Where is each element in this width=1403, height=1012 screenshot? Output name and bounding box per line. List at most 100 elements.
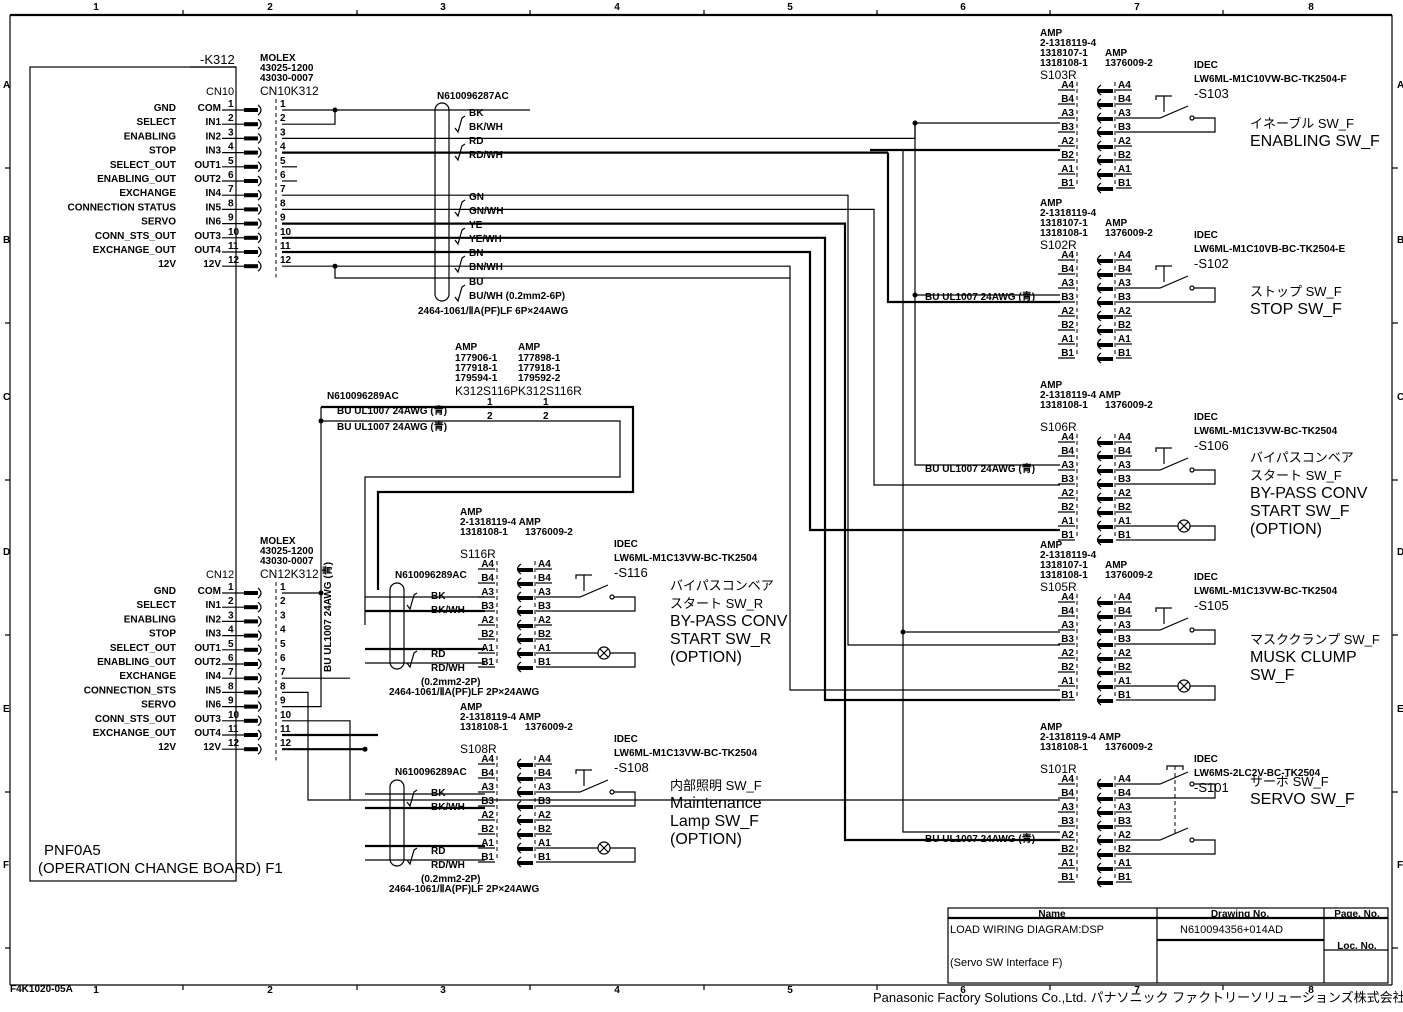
contact-socket xyxy=(1096,680,1102,692)
connector-maker: AMP xyxy=(1105,48,1128,59)
signal-label: EXCHANGE xyxy=(119,671,176,682)
contact xyxy=(1098,273,1113,277)
contact xyxy=(1098,783,1113,787)
wire xyxy=(552,596,636,612)
contact xyxy=(518,763,533,767)
pin-name: IN2 xyxy=(205,131,221,142)
pin-label: B3 xyxy=(538,601,551,612)
switch-maker: IDEC xyxy=(1194,60,1218,71)
pin-label: B3 xyxy=(1118,474,1131,485)
pin-name: IN5 xyxy=(205,202,221,213)
pin-label: B3 xyxy=(1061,634,1074,645)
wire-color: RD xyxy=(469,136,483,147)
pin-name: OUT3 xyxy=(194,714,221,725)
column-label: 6 xyxy=(960,985,966,996)
connector-maker: AMP xyxy=(1040,722,1063,733)
contact-socket xyxy=(1096,352,1102,364)
connector-pn: 2-1318119-4 AMP xyxy=(460,712,541,723)
contact xyxy=(518,652,533,656)
pin-label: A3 xyxy=(481,782,494,793)
mate-pin-number: 12 xyxy=(280,255,292,266)
pin-label: B1 xyxy=(1061,690,1074,701)
pin-name: OUT2 xyxy=(194,174,221,185)
connector-label: S103R xyxy=(1040,68,1077,82)
row-label: F xyxy=(1397,860,1403,871)
contact xyxy=(518,624,533,628)
contact xyxy=(1098,601,1113,605)
mate-pn: 43025-1200 xyxy=(260,63,314,74)
pin-label: B4 xyxy=(481,768,494,779)
switch-name-jp: マスククランプ SW_F xyxy=(1250,632,1380,647)
switch-name-en: MUSK CLUMP xyxy=(1250,649,1357,666)
wire-label: BU UL1007 24AWG (青) xyxy=(321,562,334,672)
drawing-frame xyxy=(9,13,1393,986)
connector-pn: 2-1318119-4 xyxy=(1040,208,1097,219)
contact xyxy=(518,568,533,572)
contact-socket xyxy=(257,743,262,755)
contact xyxy=(244,605,258,610)
contact-socket xyxy=(257,104,262,116)
pin-name: COM xyxy=(198,586,221,597)
pin-label: B4 xyxy=(1118,94,1131,105)
signal-label: SELECT xyxy=(137,117,176,128)
contact-socket xyxy=(1096,652,1102,664)
lamp-icon-cross xyxy=(599,648,609,658)
pin-label: B2 xyxy=(1118,844,1131,855)
pin-name: IN3 xyxy=(205,629,221,640)
contact-socket xyxy=(516,856,522,868)
contact xyxy=(1098,811,1113,815)
contact-socket xyxy=(1096,834,1102,846)
connector-pn: 1376009-2 xyxy=(525,527,573,538)
row-label: C xyxy=(3,392,10,403)
wire xyxy=(282,250,1060,532)
switch-name-en: BY-PASS CONV xyxy=(1250,485,1368,502)
contact xyxy=(244,647,258,652)
wire-color: BK xyxy=(431,788,446,799)
contact-socket xyxy=(257,686,262,698)
pin-number: 3 xyxy=(228,610,234,621)
connector-maker: AMP xyxy=(1105,218,1128,229)
row-label: B xyxy=(3,235,10,246)
pin-label: B3 xyxy=(1061,816,1074,827)
contact-socket xyxy=(1096,126,1102,138)
wire xyxy=(1132,839,1216,855)
contact-socket xyxy=(516,800,522,812)
signal-label: CONN_STS_OUT xyxy=(95,231,176,242)
pin-label: A2 xyxy=(1061,488,1074,499)
contact-socket xyxy=(257,203,262,215)
contact xyxy=(1098,441,1113,445)
contact xyxy=(244,676,258,681)
pin-name: IN4 xyxy=(205,188,221,199)
contact-socket xyxy=(1096,520,1102,532)
pin-label: B1 xyxy=(481,852,494,863)
pin-label: A1 xyxy=(538,643,551,654)
switch-name-en: (OPTION) xyxy=(1250,521,1322,538)
switch-maker: IDEC xyxy=(614,539,638,550)
wire-color: BU/WH (0.2mm2-6P) xyxy=(469,291,565,302)
pin-label: B4 xyxy=(538,768,551,779)
pin-number: 12 xyxy=(228,255,240,266)
junction-dot xyxy=(912,292,918,298)
switch-contact xyxy=(1132,771,1189,785)
twist-mark xyxy=(454,115,466,134)
pin-label: B3 xyxy=(481,601,494,612)
signal-label: ENABLING xyxy=(124,614,176,625)
lamp-icon-cross xyxy=(599,843,609,853)
pin-label: B2 xyxy=(538,629,551,640)
connector-label: K312S116P xyxy=(455,384,518,398)
connector-pn: 1318108-1 xyxy=(1040,570,1088,581)
signal-label: SELECT_OUT xyxy=(110,160,176,171)
connector-label: S102R xyxy=(1040,238,1077,252)
connector-pn: 1376009-2 xyxy=(1105,228,1153,239)
contact-socket xyxy=(516,842,522,854)
contact-socket xyxy=(257,147,262,159)
cable-part: N610096289AC xyxy=(395,570,467,581)
contact xyxy=(518,610,533,614)
contact-socket xyxy=(1096,282,1102,294)
pin-label: B1 xyxy=(538,852,551,863)
column-label: 6 xyxy=(960,2,966,13)
pin-label: A3 xyxy=(481,587,494,598)
pin-label: A3 xyxy=(1118,108,1131,119)
wire xyxy=(321,420,621,625)
